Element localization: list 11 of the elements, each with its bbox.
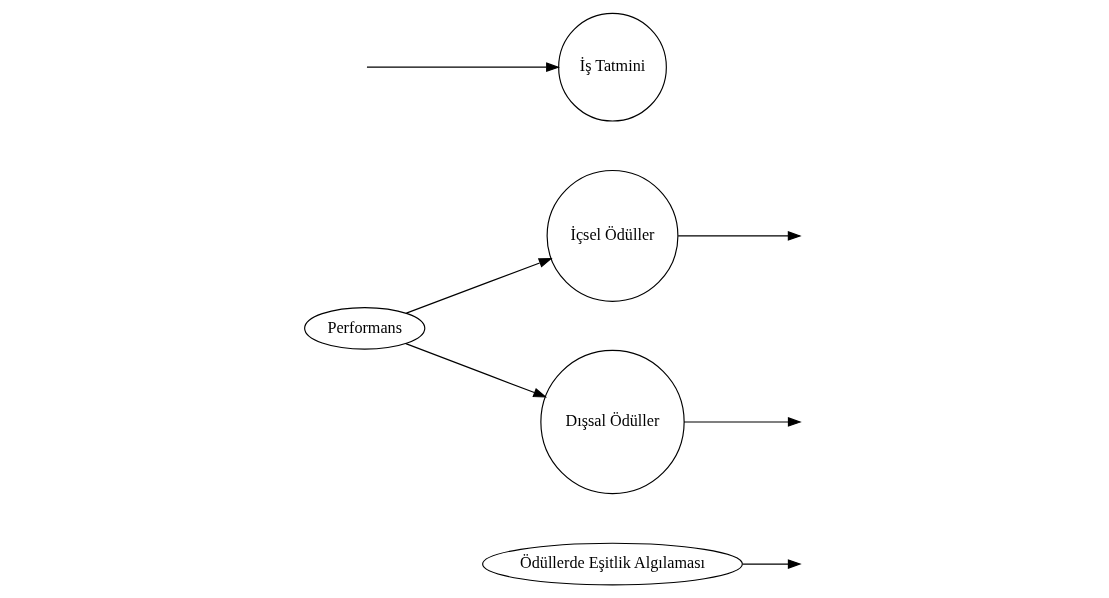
node-ellipse: Ödüllerde Eşitlik Algılaması [482, 542, 743, 586]
node-ellipse: Performans [304, 306, 426, 350]
arrow [405, 343, 548, 398]
node-circle: İş Tatmini [558, 12, 667, 122]
arrow [405, 258, 553, 314]
arrow [366, 62, 560, 73]
node-circle: İçsel Ödüller [546, 169, 679, 302]
arrow [742, 559, 802, 569]
arrow [683, 417, 802, 427]
arrow [677, 231, 802, 241]
node-circle: Dışsal Ödüller [540, 349, 685, 495]
